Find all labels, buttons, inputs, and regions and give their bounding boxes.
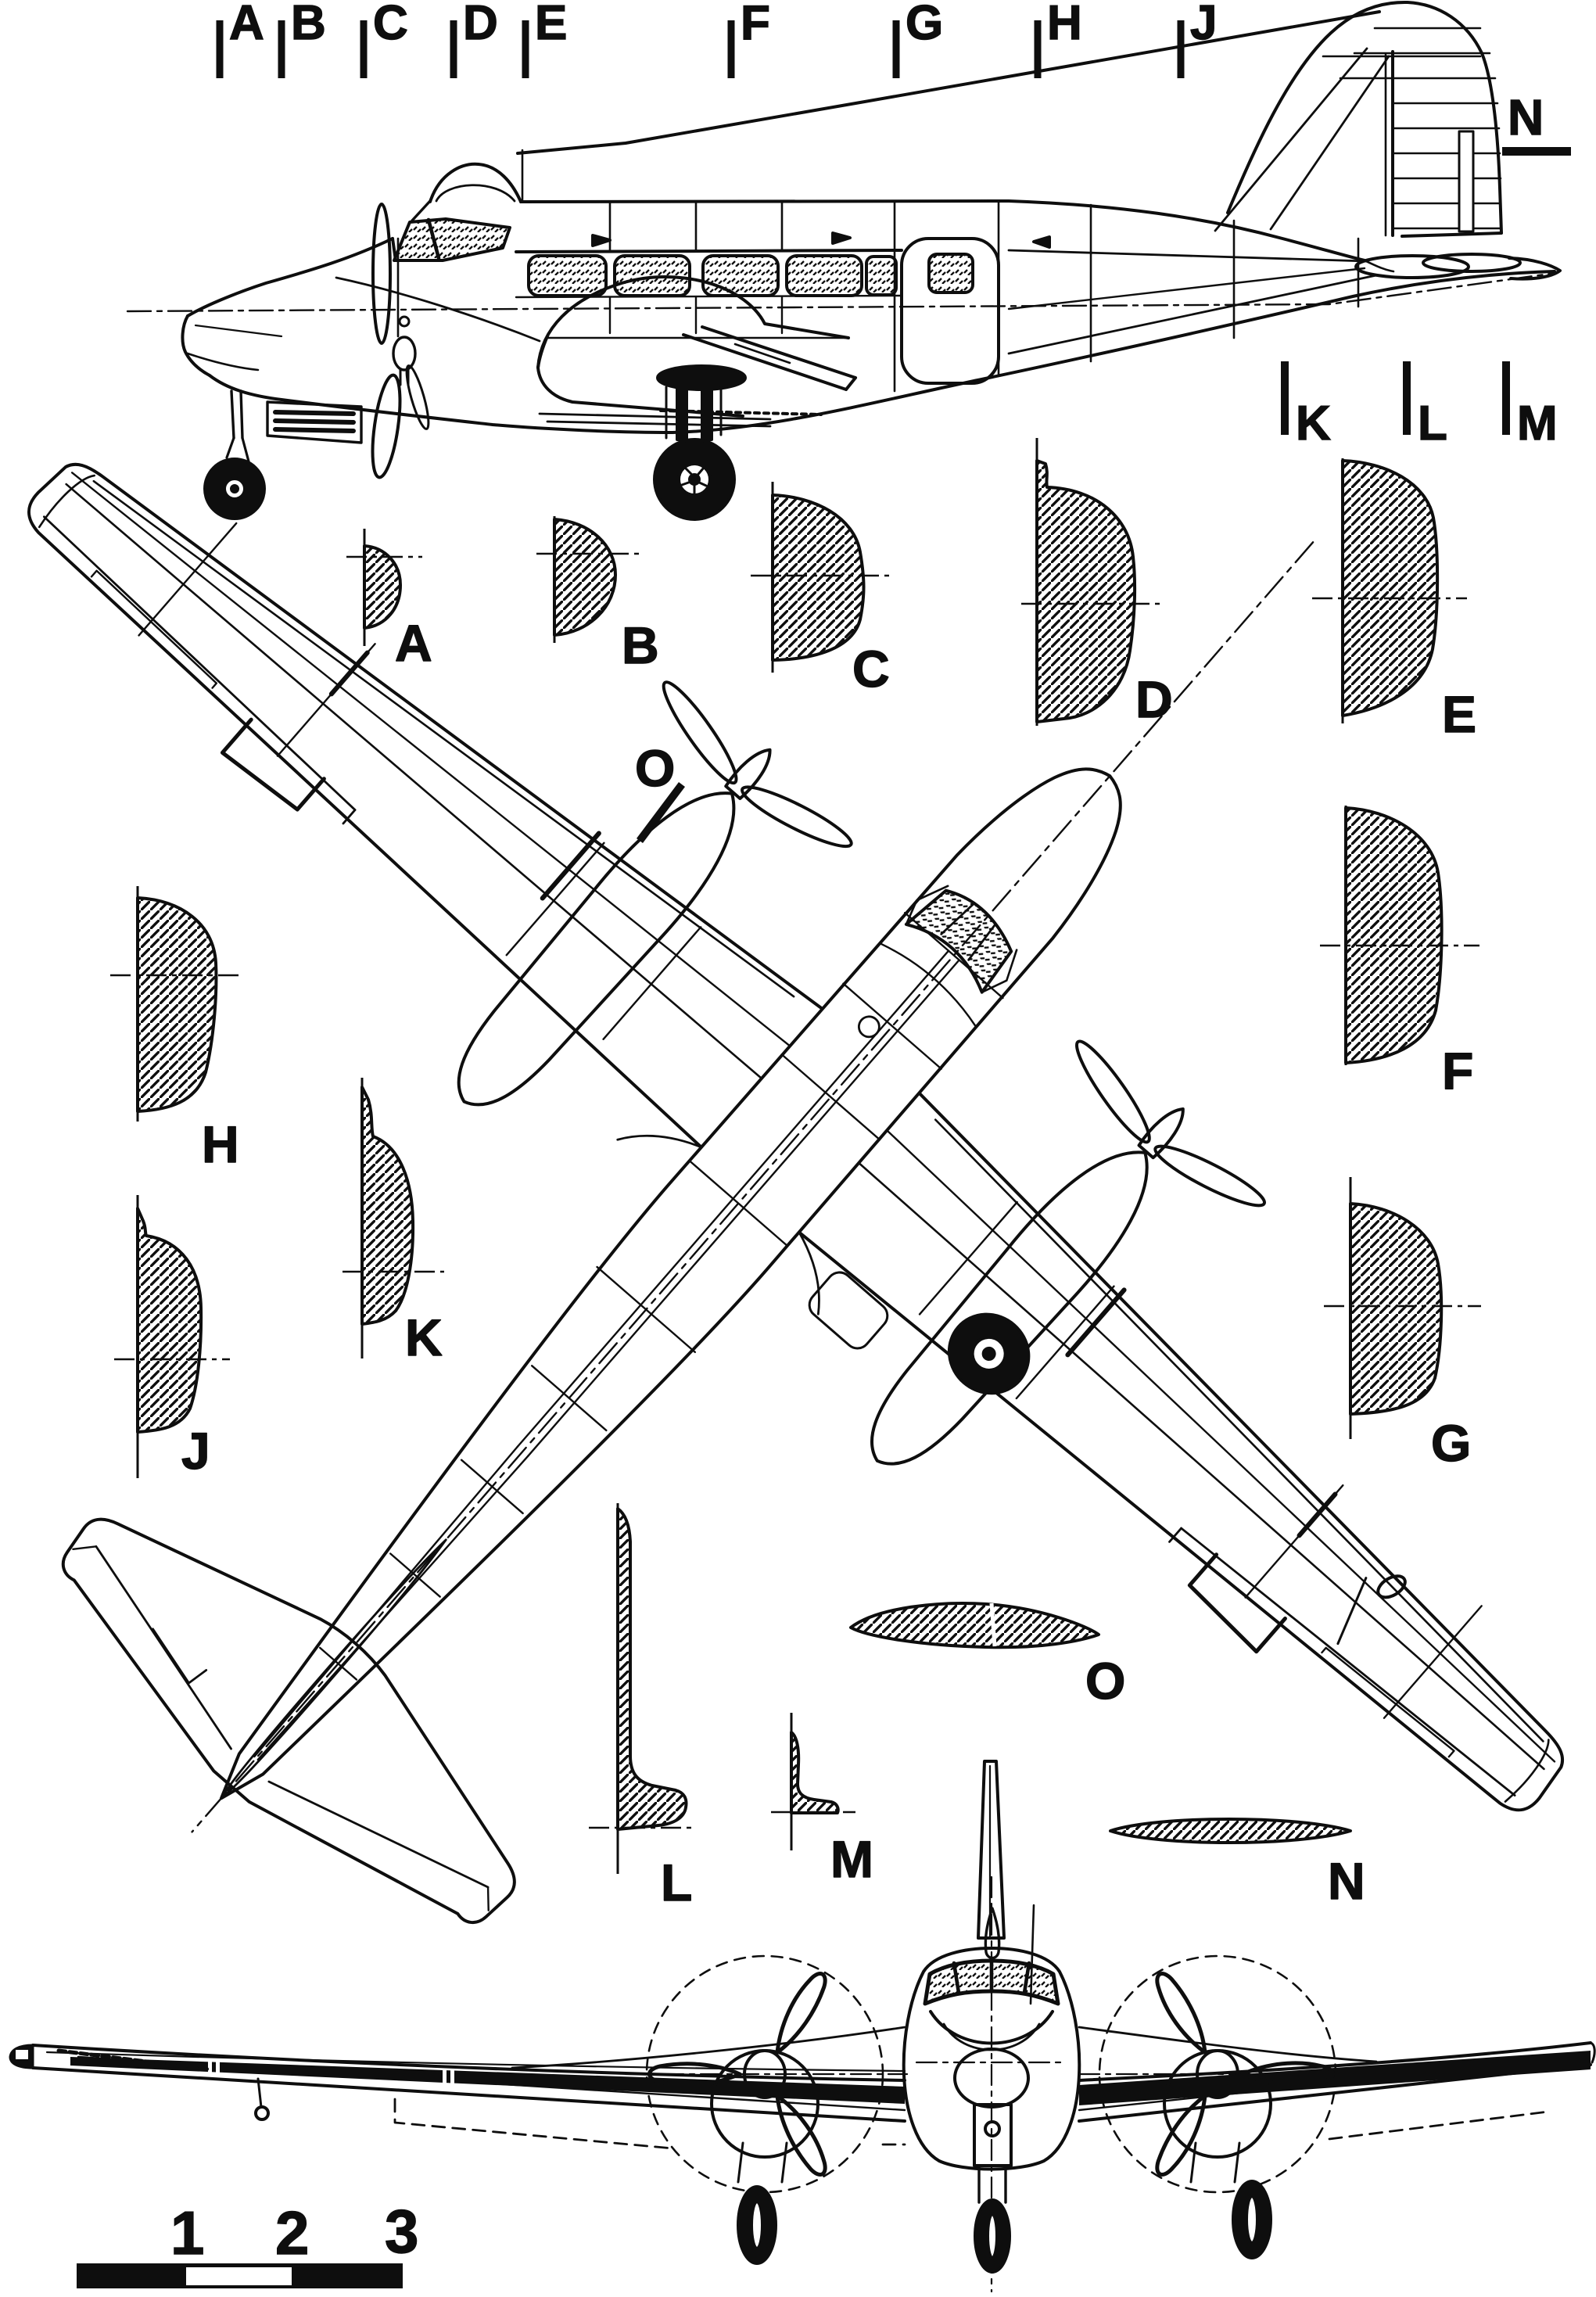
svg-text:L: L — [661, 1854, 692, 1911]
svg-text:B: B — [622, 616, 659, 674]
svg-text:H: H — [1047, 0, 1082, 50]
svg-text:O: O — [635, 739, 675, 797]
svg-text:D: D — [1135, 670, 1173, 728]
svg-text:N: N — [1328, 1852, 1365, 1910]
svg-text:3: 3 — [385, 2197, 418, 2266]
svg-text:B: B — [291, 0, 326, 50]
svg-text:G: G — [906, 0, 943, 50]
svg-text:O: O — [1085, 1652, 1125, 1710]
svg-text:E: E — [1442, 685, 1476, 743]
svg-text:N: N — [1508, 89, 1544, 145]
svg-text:K: K — [1296, 397, 1331, 450]
svg-text:M: M — [830, 1830, 873, 1888]
svg-text:A: A — [395, 614, 432, 672]
svg-text:K: K — [405, 1308, 443, 1366]
svg-text:A: A — [229, 0, 264, 50]
svg-text:M: M — [1517, 397, 1558, 450]
svg-text:H: H — [202, 1115, 239, 1173]
svg-text:2: 2 — [275, 2198, 309, 2267]
svg-text:E: E — [535, 0, 567, 50]
svg-text:D: D — [463, 0, 498, 50]
svg-text:1: 1 — [170, 2198, 204, 2267]
svg-text:C: C — [373, 0, 408, 50]
svg-text:F: F — [1442, 1042, 1473, 1100]
svg-text:C: C — [852, 640, 890, 698]
svg-text:L: L — [1418, 397, 1447, 450]
svg-text:F: F — [741, 0, 770, 50]
svg-text:J: J — [181, 1422, 210, 1480]
svg-text:G: G — [1431, 1414, 1471, 1472]
